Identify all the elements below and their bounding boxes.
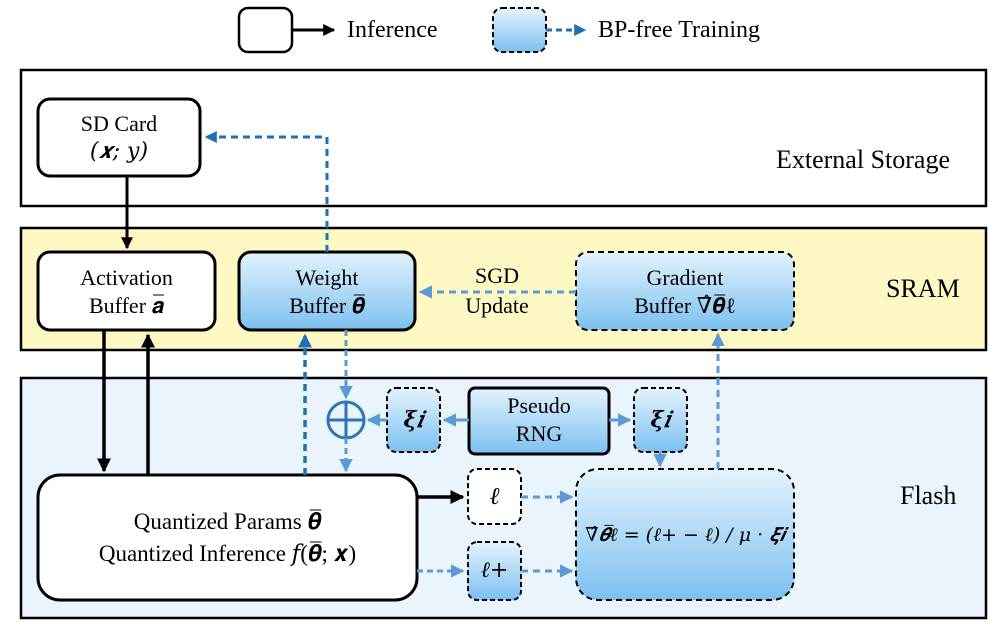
gradient-buffer-subtitle: Buffer ∇̂𝜽̅ℓ [634, 293, 736, 318]
loss-plus-label: ℓ+ [480, 558, 509, 583]
gradient-formula-box [575, 468, 795, 601]
pseudo-rng-subtitle: RNG [515, 421, 563, 446]
sram-label: SRAM [886, 274, 960, 303]
update-label: Update [465, 293, 529, 318]
gradient-buffer-title: Gradient [646, 265, 724, 290]
quantized-box [36, 473, 419, 602]
sd-card-sample: (𝒙; 𝑦) [89, 139, 149, 164]
pseudo-rng-title: Pseudo [507, 393, 571, 418]
loss-plus-box [467, 541, 522, 601]
gradient-formula: ∇̂𝜽̅ℓ = (ℓ+ − ℓ) / 𝜇 · 𝝃𝒊 [585, 524, 785, 546]
quantized-inference-label: Quantized Inference 𝑓(𝜽̅; 𝒙) [98, 541, 357, 566]
xi-left-label: 𝝃𝑖 [403, 407, 424, 433]
xi-right-box [633, 387, 688, 453]
activation-buffer-subtitle: Buffer 𝒂̅ [89, 293, 164, 318]
legend-inference-label: Inference [347, 17, 438, 43]
xi-right-label: 𝝃𝑖 [650, 407, 671, 433]
loss-label: ℓ [489, 482, 500, 510]
activation-buffer-title: Activation [80, 265, 173, 290]
sd-card-box [36, 97, 202, 178]
legend-training-label: BP-free Training [598, 17, 760, 43]
sgd-label: SGD [474, 263, 519, 288]
activation-buffer-box [36, 250, 217, 332]
arrow-weight-to-sd [204, 131, 329, 252]
flash-label: Flash [900, 481, 957, 510]
xi-left-box [386, 387, 441, 453]
sd-card-title: SD Card [80, 111, 158, 136]
legend-inference-swatch [237, 6, 294, 54]
weight-buffer-subtitle: Buffer 𝜽̅ [289, 293, 365, 318]
external-storage-label: External Storage [776, 145, 950, 174]
plus-node [326, 400, 366, 440]
legend-training-swatch [492, 7, 547, 53]
quantized-params-label: Quantized Params 𝜽̅ [133, 509, 322, 534]
weight-buffer-title: Weight [295, 265, 359, 290]
